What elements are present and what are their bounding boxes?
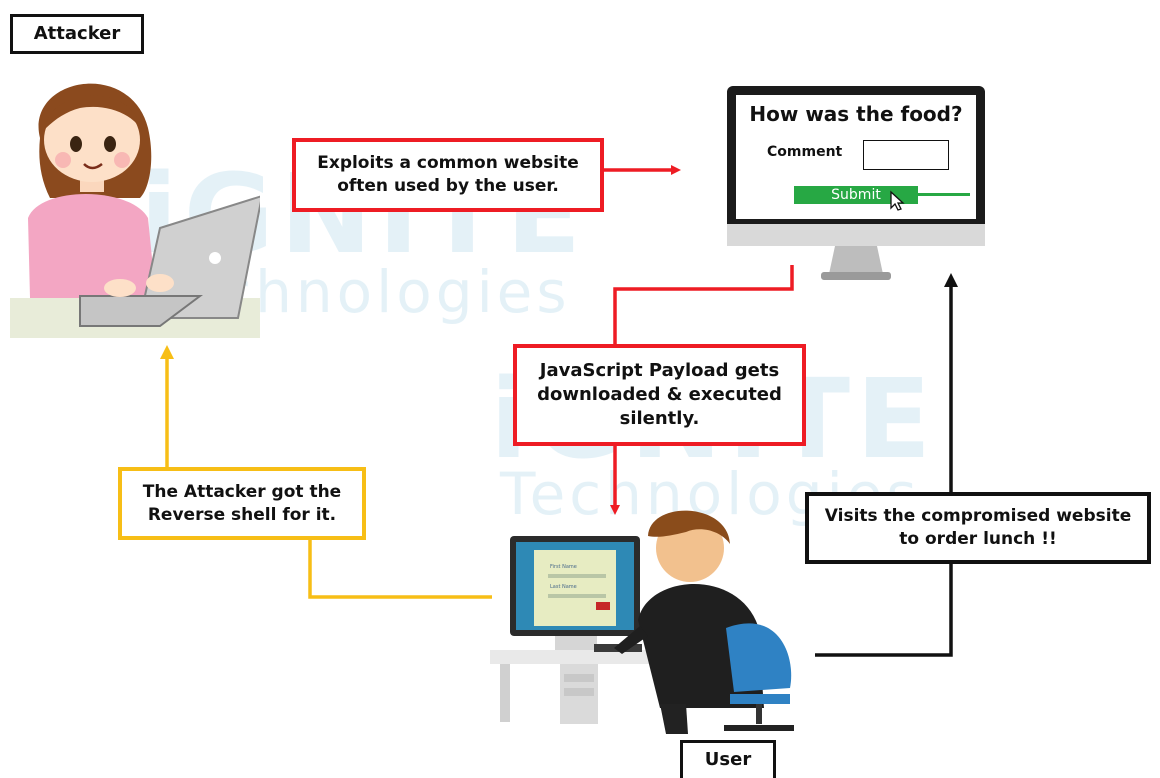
comment-label: Comment	[767, 144, 843, 160]
user-label: User	[680, 740, 776, 778]
submit-button[interactable]: Submit	[794, 186, 918, 204]
submit-underline	[918, 193, 970, 196]
arrow-user-to-website	[815, 273, 958, 657]
exploit-callout: Exploits a common website often used by …	[292, 138, 604, 212]
line-user-to-reverse	[308, 540, 492, 599]
line-website-to-payload	[613, 265, 794, 344]
website-monitor: How was the food? Comment Submit	[727, 86, 985, 284]
user-screen-first-name: First Name	[550, 564, 577, 570]
website-question: How was the food?	[749, 102, 963, 126]
user-screen-last-name: Last Name	[550, 584, 577, 590]
cursor-icon	[885, 186, 905, 211]
user-desk-figure	[490, 510, 794, 734]
visits-callout: Visits the compromised website to order …	[805, 492, 1151, 564]
attacker-illustration	[10, 83, 260, 338]
reverse-shell-callout: The Attacker got the Reverse shell for i…	[118, 467, 366, 540]
comment-input[interactable]	[863, 140, 949, 170]
attacker-label: Attacker	[10, 14, 144, 54]
payload-callout: JavaScript Payload gets downloaded & exe…	[513, 344, 806, 446]
user-illustration: First Name Last Name	[490, 508, 810, 740]
